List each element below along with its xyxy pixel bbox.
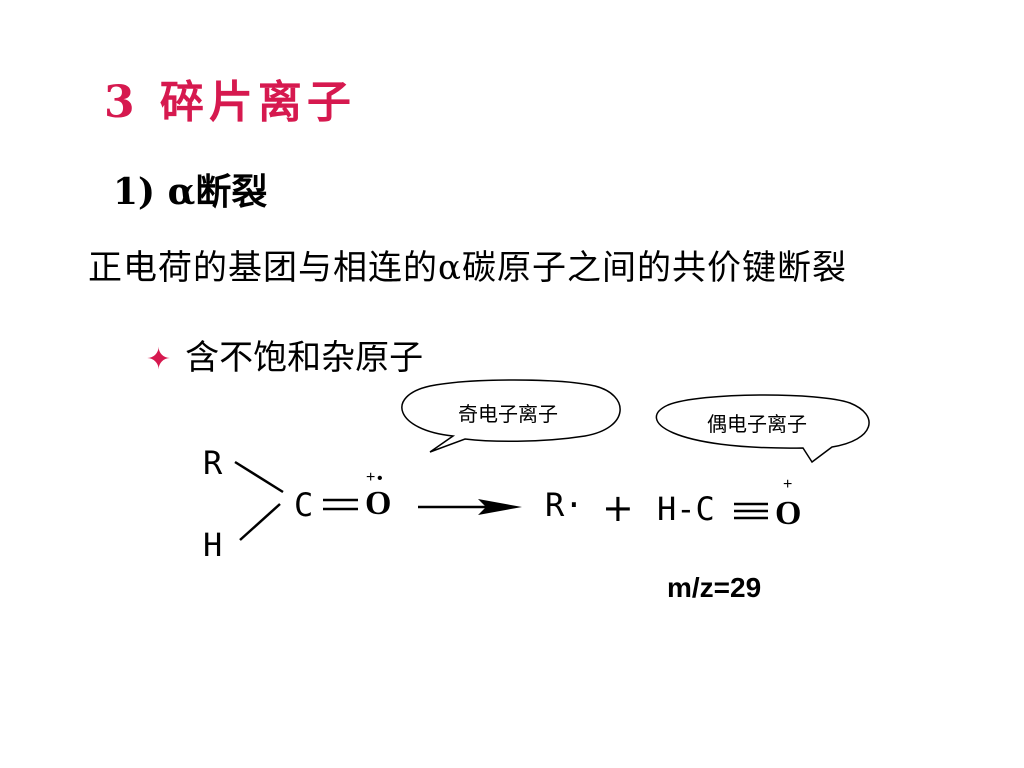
hc-label: H-C [657,490,715,528]
carbon-label: C [294,486,313,524]
odd-electron-bubble: 奇电子离子 [401,379,621,453]
plus-sign: + [602,486,634,530]
reactant-molecule: R H C O + • [203,444,391,564]
definition-text: 正电荷的基团与相连的α碳原子之间的共价键断裂 [88,248,847,288]
radical-dot: • [377,470,383,487]
acylium-oxygen-label: O [775,495,801,532]
section-subtitle: 1) α断裂 [113,171,268,213]
even-electron-bubble: 偶电子离子 [655,394,870,464]
odd-electron-bubble-text: 奇电子离子 [458,402,558,426]
bullet-item: ✦ 含不饱和杂原子 [146,330,423,379]
bullet-text: 含不饱和杂原子 [185,338,424,378]
r-group-label: R [203,444,223,482]
four-point-star-icon: ✦ [146,342,172,377]
slide-title: 3 碎片离子 [104,77,356,128]
h-c-bond [239,503,281,541]
charge-plus: + [366,469,375,486]
r-radical-label: R· [545,486,584,524]
r-c-bond [234,460,284,494]
acylium-charge: + [783,476,792,493]
even-electron-bubble-text: 偶电子离子 [707,412,807,436]
h-atom-label: H [203,526,222,564]
products: R· + H-C O + [545,476,801,532]
oxygen-label: O [365,485,391,522]
mz-label: m/z=29 [667,572,762,603]
reaction-arrow [418,499,522,515]
